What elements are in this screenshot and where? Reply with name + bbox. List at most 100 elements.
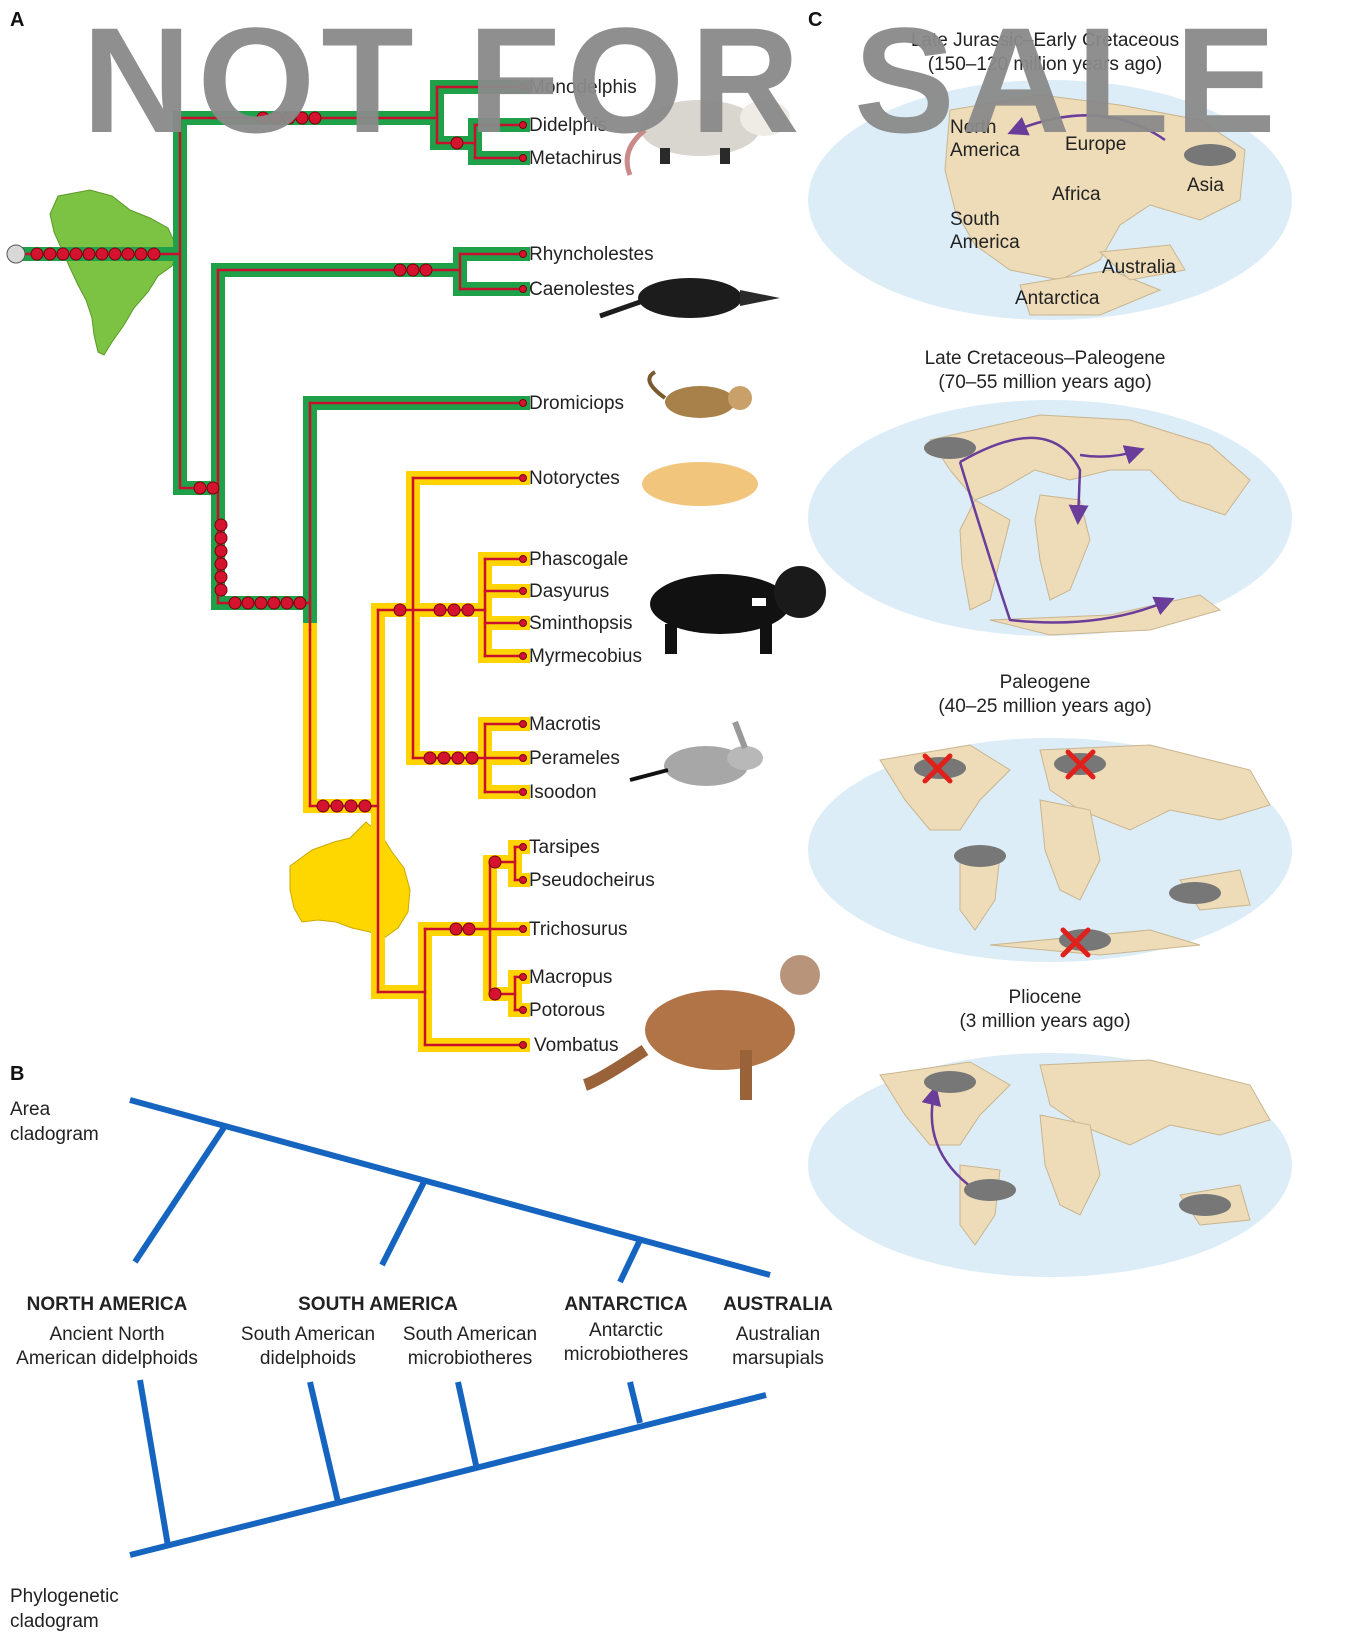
area-australia-heading: AUSTRALIA bbox=[723, 1294, 833, 1315]
tip-dot bbox=[520, 588, 527, 595]
area-south-america-heading: SOUTH AMERICA bbox=[298, 1294, 458, 1315]
character-dot bbox=[489, 988, 501, 1000]
area-north-america-desc-2: American didelphoids bbox=[16, 1348, 198, 1369]
taxon-label: Phascogale bbox=[529, 549, 628, 570]
tip-dot bbox=[520, 556, 527, 563]
kangaroo-illustration bbox=[585, 955, 820, 1100]
character-dot bbox=[450, 923, 462, 935]
character-dot bbox=[109, 248, 121, 260]
taxon-label: Dasyurus bbox=[529, 581, 609, 602]
taxon-label: Notoryctes bbox=[529, 468, 620, 489]
character-dot bbox=[242, 597, 254, 609]
taxon-label: Isoodon bbox=[529, 782, 597, 803]
taxon-label: Tarsipes bbox=[529, 837, 600, 858]
tip-dot bbox=[520, 755, 527, 762]
character-dot bbox=[466, 752, 478, 764]
character-dot bbox=[489, 856, 501, 868]
taxon-label: Rhyncholestes bbox=[529, 244, 654, 265]
tip-dot bbox=[520, 1007, 527, 1014]
tip-dot bbox=[520, 844, 527, 851]
character-dot bbox=[317, 800, 329, 812]
character-dot bbox=[44, 248, 56, 260]
map-2-title-2: (70–55 million years ago) bbox=[938, 372, 1151, 393]
bilby-illustration bbox=[630, 722, 763, 786]
area-cladogram-label-1: Area bbox=[10, 1099, 51, 1120]
tip-dot bbox=[520, 653, 527, 660]
character-dot bbox=[462, 604, 474, 616]
marsupial-mole-illustration bbox=[642, 462, 758, 506]
character-dot bbox=[215, 532, 227, 544]
taxon-label: Dromiciops bbox=[529, 393, 624, 414]
area-south-america-didelphoids-desc-1: South American bbox=[241, 1324, 375, 1345]
map-4 bbox=[808, 1053, 1292, 1277]
area-australia-desc-1: Australian bbox=[736, 1324, 821, 1345]
character-dot bbox=[215, 545, 227, 557]
character-dot bbox=[31, 248, 43, 260]
taxon-label: Macropus bbox=[529, 967, 612, 988]
character-dot bbox=[83, 248, 95, 260]
tip-dot bbox=[520, 926, 527, 933]
character-dot bbox=[438, 752, 450, 764]
character-dot bbox=[207, 482, 219, 494]
area-antarctica-heading: ANTARCTICA bbox=[564, 1294, 687, 1315]
map-4-title-1: Pliocene bbox=[1009, 987, 1082, 1008]
root-node bbox=[7, 245, 25, 263]
map-1-label-antarctica: Antarctica bbox=[1015, 288, 1100, 309]
area-south-america-microbiotheres-desc-2: microbiotheres bbox=[408, 1348, 533, 1369]
panel-a-label: A bbox=[10, 9, 24, 31]
map-2-title-1: Late Cretaceous–Paleogene bbox=[925, 348, 1166, 369]
character-dot bbox=[463, 923, 475, 935]
character-dot bbox=[135, 248, 147, 260]
map-3-title-2: (40–25 million years ago) bbox=[938, 696, 1151, 717]
character-dot bbox=[215, 519, 227, 531]
map-1-label-africa: Africa bbox=[1052, 184, 1101, 205]
character-dot bbox=[57, 248, 69, 260]
tip-dot bbox=[520, 789, 527, 796]
area-cladogram-label-2: cladogram bbox=[10, 1124, 99, 1145]
character-dot bbox=[70, 248, 82, 260]
character-dot bbox=[424, 752, 436, 764]
taxon-label: Myrmecobius bbox=[529, 646, 642, 667]
tip-dot bbox=[520, 974, 527, 981]
character-dot bbox=[122, 248, 134, 260]
character-dot bbox=[394, 604, 406, 616]
character-dot bbox=[452, 752, 464, 764]
character-dot bbox=[448, 604, 460, 616]
tip-dot bbox=[520, 251, 527, 258]
character-dot bbox=[420, 264, 432, 276]
character-dot bbox=[434, 604, 446, 616]
tip-dot bbox=[520, 475, 527, 482]
character-dot bbox=[294, 597, 306, 609]
taxon-label: Trichosurus bbox=[529, 919, 628, 940]
map-3 bbox=[808, 738, 1292, 962]
taxon-label: Potorous bbox=[529, 1000, 605, 1021]
area-cladogram bbox=[130, 1100, 770, 1282]
map-4-title-2: (3 million years ago) bbox=[959, 1011, 1130, 1032]
area-labels: NORTH AMERICA Ancient North American did… bbox=[16, 1294, 833, 1369]
phylogenetic-cladogram-label-2: cladogram bbox=[10, 1611, 99, 1632]
character-dot bbox=[148, 248, 160, 260]
character-dot bbox=[345, 800, 357, 812]
character-dot bbox=[268, 597, 280, 609]
panel-b-label: B bbox=[10, 1063, 24, 1085]
character-dot bbox=[96, 248, 108, 260]
tip-dot bbox=[520, 620, 527, 627]
area-antarctica-desc-1: Antarctic bbox=[589, 1320, 663, 1341]
tip-dot bbox=[520, 721, 527, 728]
phylogenetic-cladogram-label-1: Phylogenetic bbox=[10, 1586, 119, 1607]
character-dot bbox=[229, 597, 241, 609]
character-dot bbox=[359, 800, 371, 812]
taxon-label: Vombatus bbox=[534, 1035, 619, 1056]
character-dot bbox=[331, 800, 343, 812]
area-south-america-microbiotheres-desc-1: South American bbox=[403, 1324, 537, 1345]
taxon-label: Macrotis bbox=[529, 714, 601, 735]
area-antarctica-desc-2: microbiotheres bbox=[564, 1344, 689, 1365]
monito-del-monte-illustration bbox=[649, 372, 752, 418]
character-dot bbox=[255, 597, 267, 609]
area-north-america-heading: NORTH AMERICA bbox=[27, 1294, 188, 1315]
area-south-america-didelphoids-desc-2: didelphoids bbox=[260, 1348, 356, 1369]
character-dot bbox=[215, 584, 227, 596]
tip-dot bbox=[520, 877, 527, 884]
phylogenetic-cladogram bbox=[130, 1380, 766, 1555]
